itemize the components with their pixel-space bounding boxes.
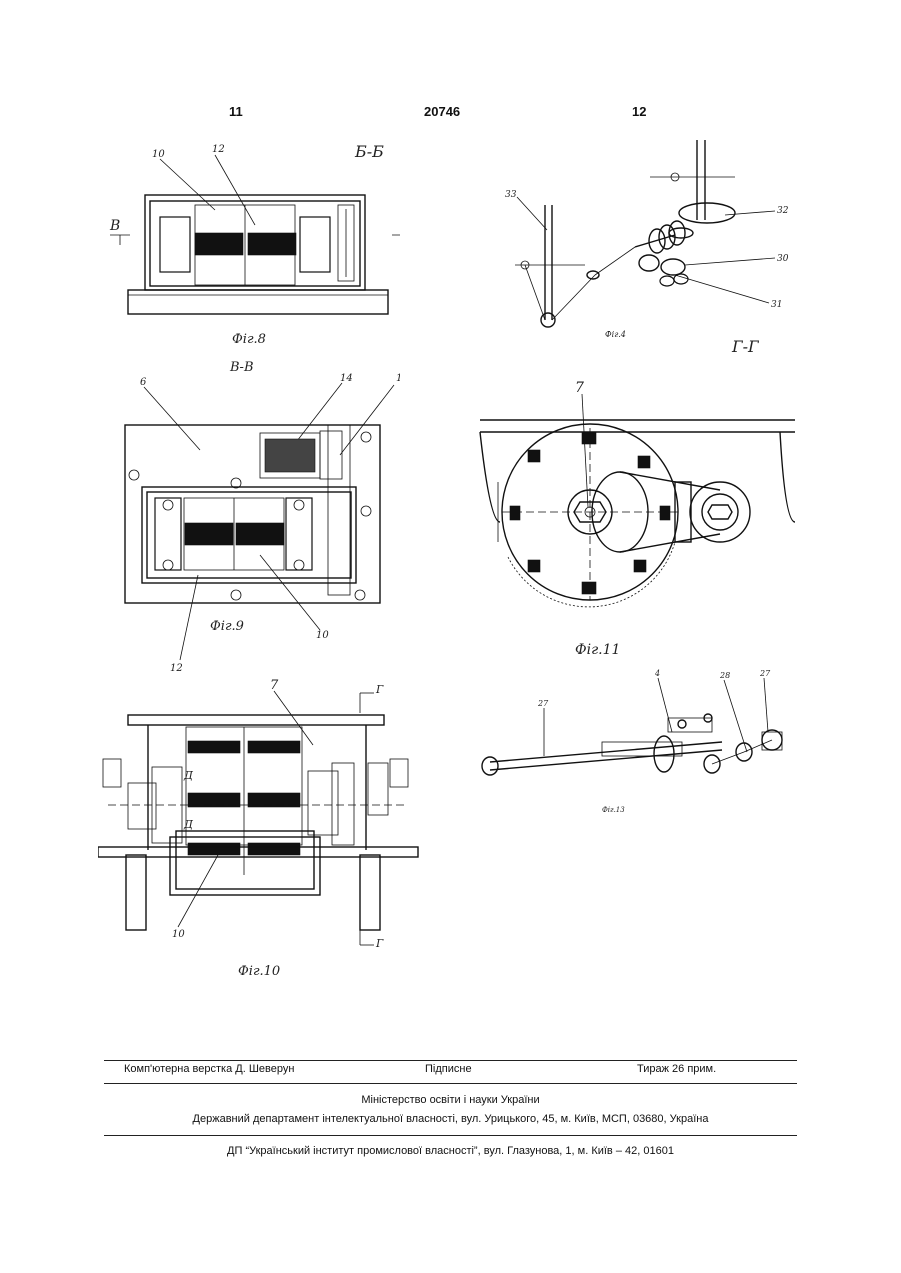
fig10-label-d2: Д: [183, 818, 194, 831]
fig13-label-27-right: 27: [759, 669, 771, 678]
figure-11: 7 Фіг.11: [470, 372, 800, 662]
fig8-section-label: Б-Б: [354, 142, 384, 161]
figure-9: В-В 6 14 15 Фіг.9 12 10: [110, 355, 400, 675]
fig10-label-d1: Д: [183, 769, 194, 782]
fig9-label-14: 14: [340, 373, 353, 384]
fig13-label-28: 28: [719, 671, 730, 680]
fig13-label-27-left: 27: [537, 699, 549, 708]
fig4-label-33: 33: [505, 190, 517, 200]
figure-13: 27 4 28 27 Фіг.13: [472, 662, 802, 822]
fig11-caption: Фіг.11: [575, 642, 620, 658]
fig9-label-15: 15: [396, 373, 400, 384]
footer-layout-credit: Комп'ютерна верстка Д. Шеверун: [124, 1063, 294, 1075]
fig9-section-label: В-В: [229, 360, 254, 375]
section-g-label: Г-Г: [730, 335, 770, 357]
fig10-label-10: 10: [172, 929, 185, 940]
fig9-label-10: 10: [316, 630, 329, 641]
fig8-label-10: 10: [152, 149, 165, 160]
footer-institute: ДП “Український інститут промислової вла…: [0, 1145, 901, 1157]
fig13-label-4: 4: [654, 669, 660, 678]
fig10-caption: Фіг.10: [238, 964, 280, 979]
footer-rule-middle: [104, 1083, 797, 1084]
fig4-label-31: 31: [771, 300, 782, 310]
fig11-section-label: Г-Г: [731, 337, 760, 356]
fig8-label-v-left: В: [109, 218, 120, 234]
footer-signed: Підписне: [425, 1063, 472, 1075]
footer-department: Державний департамент інтелектуальної вл…: [0, 1113, 901, 1125]
fig8-label-12: 12: [212, 144, 225, 155]
fig10-label-g-bottom: Г: [375, 937, 384, 950]
footer-rule-bottom: [104, 1135, 797, 1136]
fig4-label-32: 32: [777, 206, 789, 216]
fig9-label-12: 12: [170, 663, 183, 674]
footer-ministry: Міністерство освіти і науки України: [0, 1094, 901, 1106]
fig11-label-7: 7: [575, 380, 584, 396]
patent-number: 20746: [424, 104, 460, 119]
page-number-right: 12: [632, 104, 646, 119]
footer-print-run: Тираж 26 прим.: [637, 1063, 716, 1075]
fig9-label-6: 6: [140, 377, 147, 388]
figure-8: Б-Б 10 12 В В Фіг.8: [100, 135, 400, 350]
fig10-label-g-top: Г: [375, 683, 384, 696]
figure-4: 32 30 31 33 Фіг.4: [485, 135, 805, 350]
fig8-caption: Фіг.8: [232, 332, 266, 347]
fig10-label-7: 7: [270, 678, 279, 693]
fig9-caption: Фіг.9: [210, 619, 244, 634]
fig4-caption: Фіг.4: [605, 330, 626, 339]
page-number-left: 11: [229, 104, 243, 119]
fig13-caption: Фіг.13: [602, 806, 625, 814]
footer-rule-top: [104, 1060, 797, 1061]
fig4-label-30: 30: [777, 254, 789, 264]
figure-10: 7 Г Д Д 10 Г Фіг.10: [98, 675, 428, 985]
